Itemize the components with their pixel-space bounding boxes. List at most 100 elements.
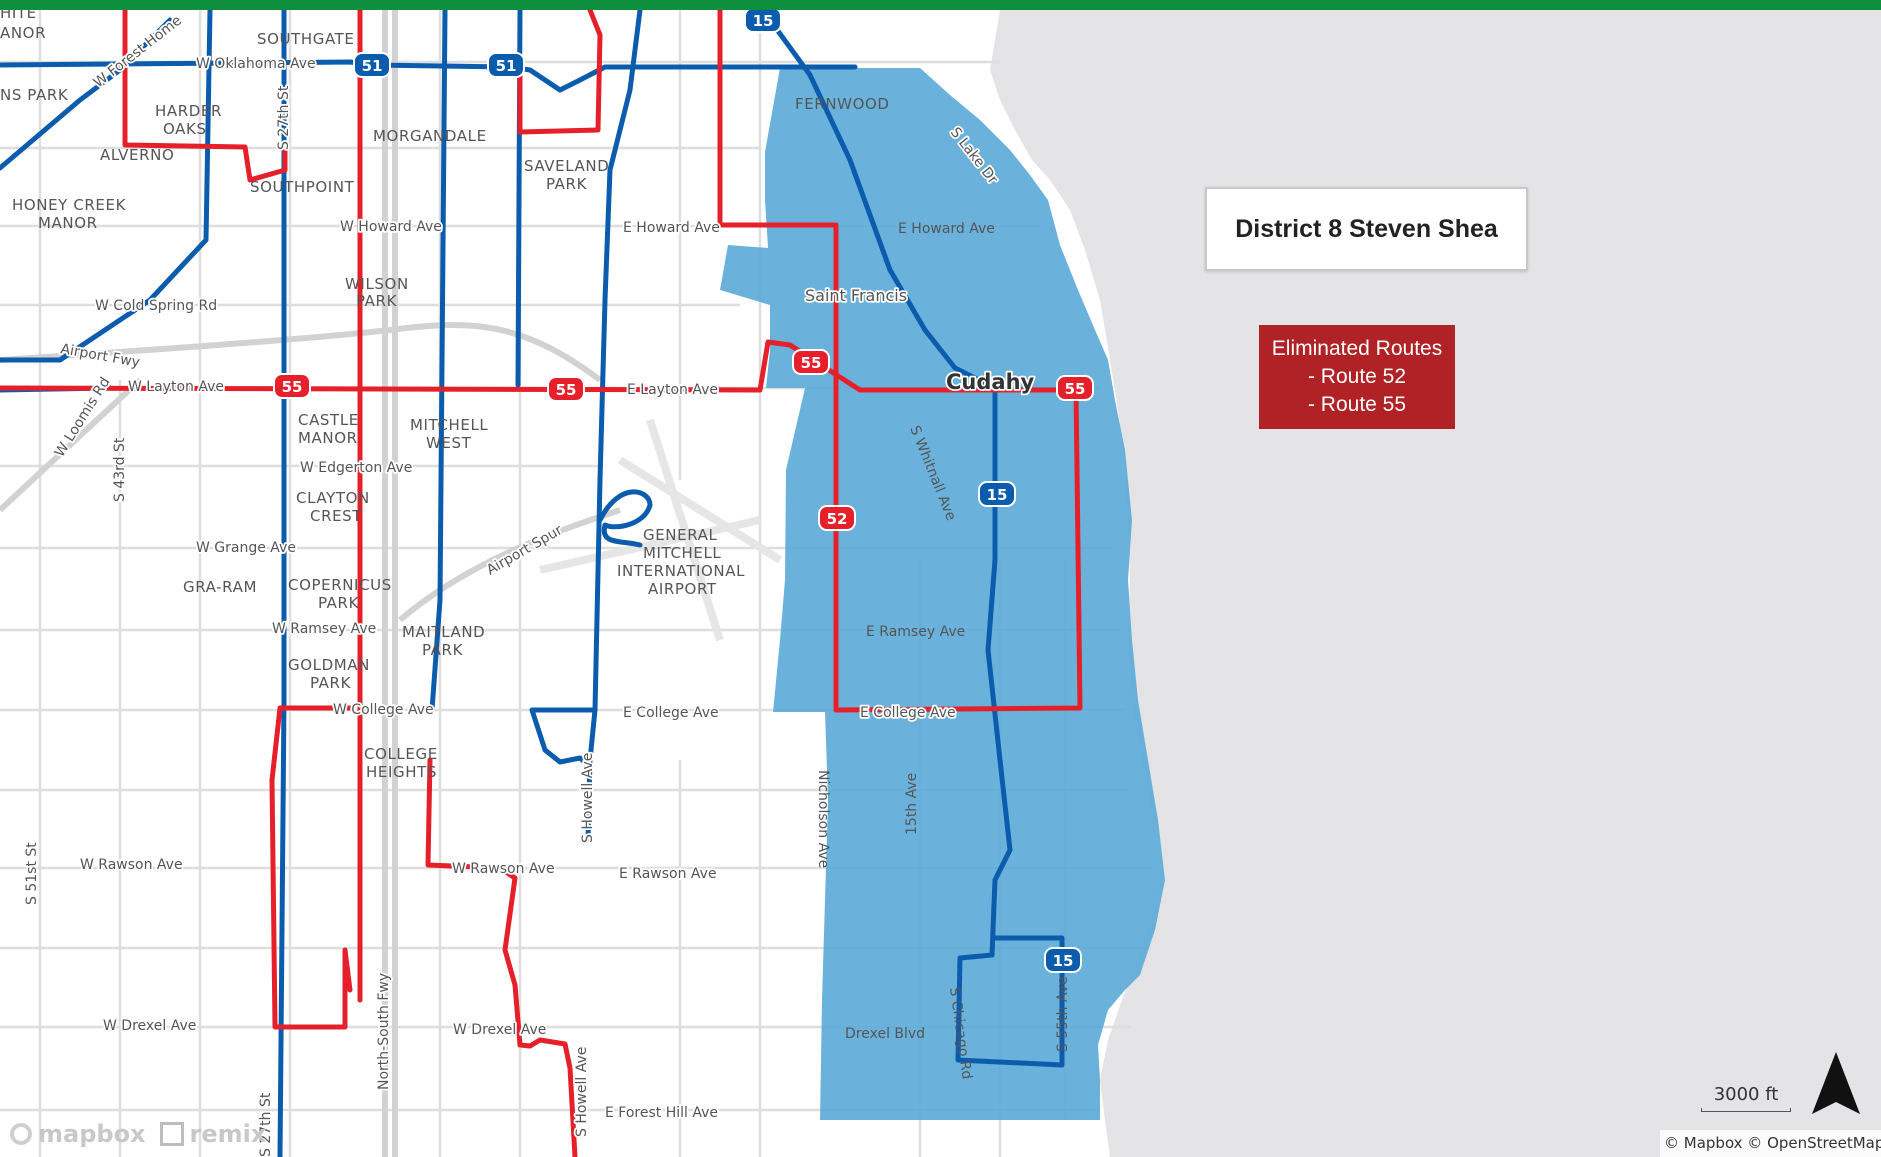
place-saint-francis: Saint Francis [805, 286, 907, 305]
shield-route-51-a: 51 [353, 52, 391, 78]
svg-text:15: 15 [1053, 952, 1074, 970]
shield-route-15-top: 15 [744, 7, 782, 33]
place-college-heights-2: HEIGHTS [366, 763, 437, 781]
place-cudahy: Cudahy [946, 370, 1035, 394]
place-white-manor-2: ANOR [0, 24, 46, 42]
svg-text:15: 15 [753, 12, 774, 30]
svg-text:55: 55 [282, 378, 303, 396]
shield-route-15-mid: 15 [978, 481, 1016, 507]
place-goldman-park-2: PARK [310, 674, 352, 692]
street-w-drexel-ave-west: W Drexel Ave [103, 1018, 196, 1034]
route-blue-airport-spur [597, 489, 653, 548]
remix-logo-text: remix [189, 1120, 267, 1148]
street-w-rawson-ave-west: W Rawson Ave [80, 857, 183, 873]
street-s-51st-st: S 51st St [24, 842, 40, 905]
place-saveland-park: SAVELAND [524, 157, 609, 175]
route-15-line [767, 17, 1065, 1068]
place-mitchell-west-2: WEST [426, 434, 472, 452]
map-attribution[interactable]: © Mapbox © OpenStreetMap [1660, 1130, 1881, 1157]
place-labels: HITE ANOR SOUTHGATE NS PARK HARDER OAKS … [0, 4, 1036, 781]
top-accent-bar [0, 0, 1881, 10]
svg-text:55: 55 [556, 381, 577, 399]
place-gra-ram: GRA-RAM [183, 578, 257, 596]
street-e-forest-hill-ave: E Forest Hill Ave [605, 1105, 718, 1121]
eliminated-route-item: - Route 55 [1307, 393, 1407, 416]
shield-route-55-d: 55 [1056, 375, 1094, 401]
place-maitland-park-2: PARK [422, 641, 464, 659]
place-college-heights: COLLEGE [364, 745, 438, 763]
shield-route-52: 52 [818, 505, 856, 531]
street-e-college-ave-west: E College Ave [623, 705, 719, 721]
place-maitland-park: MAITLAND [402, 623, 485, 641]
street-s-27th-st-north: S 27th St [276, 85, 292, 150]
street-w-rawson-ave-east: W Rawson Ave [452, 861, 555, 877]
place-clayton-crest-2: CREST [310, 507, 362, 525]
route-blue-ne [0, 17, 173, 171]
place-mitchell-west: MITCHELL [410, 416, 488, 434]
street-e-howard-ave-west: E Howard Ave [623, 220, 720, 236]
shield-route-55-b: 55 [547, 376, 585, 402]
route-red-sauk [517, 7, 603, 135]
street-w-grange-ave: W Grange Ave [196, 540, 296, 556]
place-airport-4: AIRPORT [648, 580, 717, 598]
place-harder-oaks: HARDER [155, 102, 222, 120]
mapbox-logo-icon[interactable]: mapbox [10, 1120, 146, 1148]
eliminated-route-item: - Route 52 [1307, 365, 1407, 388]
street-w-college-ave: W College Ave [333, 702, 434, 718]
street-w-oklahoma-ave: W Oklahoma Ave [196, 56, 316, 72]
place-southpoint: SOUTHPOINT [250, 178, 355, 196]
street-e-layton-ave: E Layton Ave [627, 382, 718, 398]
route-red-college [269, 705, 353, 1030]
svg-text:55: 55 [1065, 380, 1086, 398]
district-title: District 8 Steven Shea [1235, 214, 1498, 243]
shield-route-55-a: 55 [273, 373, 311, 399]
place-castle-manor: CASTLE [298, 411, 359, 429]
place-copernicus-park: COPERNICUS [288, 576, 392, 594]
street-e-college-ave-east: E College Ave [860, 705, 956, 721]
street-nicholson-ave: Nicholson Ave [815, 770, 831, 868]
place-harder-oaks-2: OAKS [163, 120, 207, 138]
route-shields: 15 51 51 55 55 55 55 52 15 15 [273, 7, 1094, 973]
airport-grounds [539, 418, 783, 642]
place-fernwood: FERNWOOD [795, 95, 890, 113]
route-blue-mitchell [429, 7, 448, 713]
place-copernicus-park-2: PARK [318, 594, 360, 612]
place-saveland-park-2: PARK [546, 175, 588, 193]
street-w-ramsey-ave: W Ramsey Ave [272, 621, 376, 637]
svg-text:51: 51 [496, 57, 517, 75]
street-s-55th-ave: S 55th Ave [1055, 976, 1071, 1052]
street-w-layton-ave: W Layton Ave [128, 379, 224, 395]
place-airport: GENERAL [643, 526, 717, 544]
shield-route-15-low: 15 [1044, 947, 1082, 973]
route-red-w [122, 7, 288, 183]
shield-route-51-b: 51 [487, 52, 525, 78]
map-branding: mapbox remix [10, 1118, 270, 1150]
district-title-box: District 8 Steven Shea [1205, 187, 1528, 271]
freeways [0, 10, 621, 1157]
place-goldman-park: GOLDMAN [288, 656, 370, 674]
place-morgandale: MORGANDALE [373, 127, 487, 145]
street-e-howard-ave-east: E Howard Ave [898, 221, 995, 237]
remix-logo-icon[interactable]: remix [159, 1120, 267, 1148]
place-wilson-park-2: PARK [356, 292, 398, 310]
eliminated-routes-box: Eliminated Routes - Route 52 - Route 55 [1259, 325, 1455, 429]
street-w-edgerton-ave: W Edgerton Ave [300, 460, 412, 476]
svg-text:51: 51 [362, 57, 383, 75]
street-s-43rd-st: S 43rd St [112, 437, 128, 502]
north-arrow-icon [1806, 1048, 1866, 1120]
street-north-south-fwy: North-South Fwy [376, 973, 392, 1090]
place-honey-creek-2: MANOR [38, 214, 98, 232]
place-ns-park: NS PARK [0, 86, 69, 104]
place-airport-2: MITCHELL [643, 544, 721, 562]
scale-bar: 3000 ft [1701, 1084, 1791, 1114]
shield-route-55-c: 55 [792, 349, 830, 375]
route-red-rawson [425, 757, 578, 1157]
route-blue-w [0, 7, 213, 363]
svg-text:52: 52 [827, 510, 848, 528]
street-e-rawson-ave: E Rawson Ave [619, 866, 717, 882]
place-alverno: ALVERNO [100, 146, 174, 164]
street-w-howard-ave: W Howard Ave [340, 219, 442, 235]
street-s-27th-st-south: S 27th St [258, 1092, 274, 1157]
street-w-cold-spring-rd: W Cold Spring Rd [95, 298, 217, 314]
